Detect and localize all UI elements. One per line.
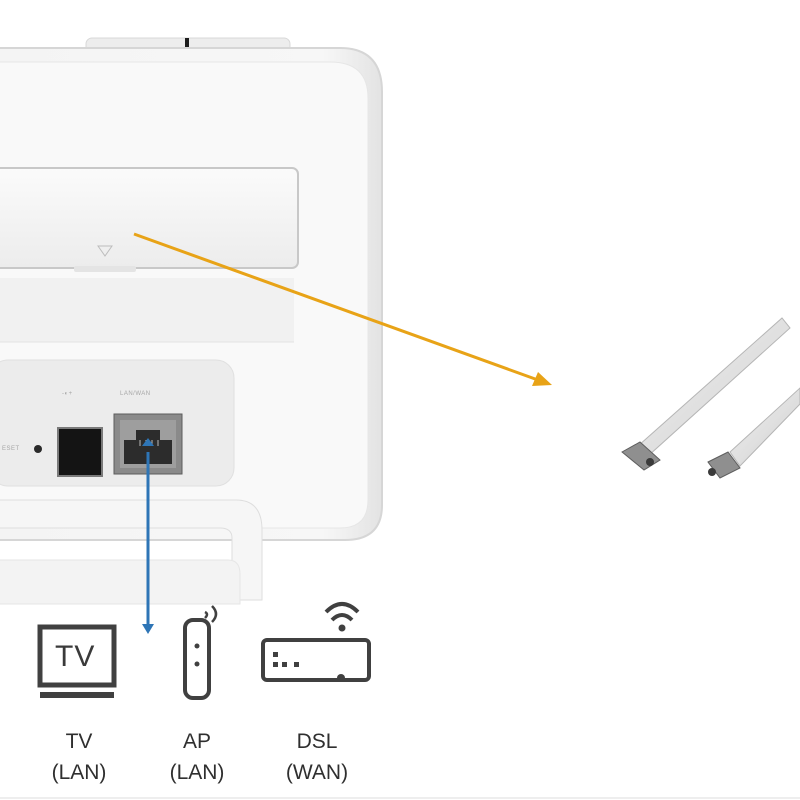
dsl-modem-icon <box>261 602 371 682</box>
connection-tv: TV (LAN) <box>24 726 134 788</box>
reset-label: ESET <box>2 446 20 452</box>
connection-type: (WAN) <box>285 761 349 784</box>
router-body <box>0 47 383 541</box>
antenna-arrow <box>133 232 552 386</box>
tv-icon-text: TV <box>55 640 96 673</box>
power-port-label: -◐+ <box>62 391 73 397</box>
antenna-1 <box>621 317 791 471</box>
tv-icon <box>37 624 117 698</box>
lan-port-label: LAN/WAN <box>120 391 151 397</box>
connection-type: (LAN) <box>51 761 107 784</box>
lan-arrow <box>142 438 154 634</box>
connection-name: TV <box>65 730 93 753</box>
connection-ap: AP (LAN) <box>142 726 252 788</box>
connection-type: (LAN) <box>169 761 225 784</box>
router-stand <box>0 499 263 605</box>
connection-name: DSL <box>296 730 338 753</box>
connection-name: AP <box>182 730 211 753</box>
reset-hole <box>34 445 42 453</box>
connection-dsl: DSL (WAN) <box>262 726 372 788</box>
access-point-icon <box>183 605 218 700</box>
antenna-2 <box>707 387 800 479</box>
power-port <box>57 427 103 477</box>
